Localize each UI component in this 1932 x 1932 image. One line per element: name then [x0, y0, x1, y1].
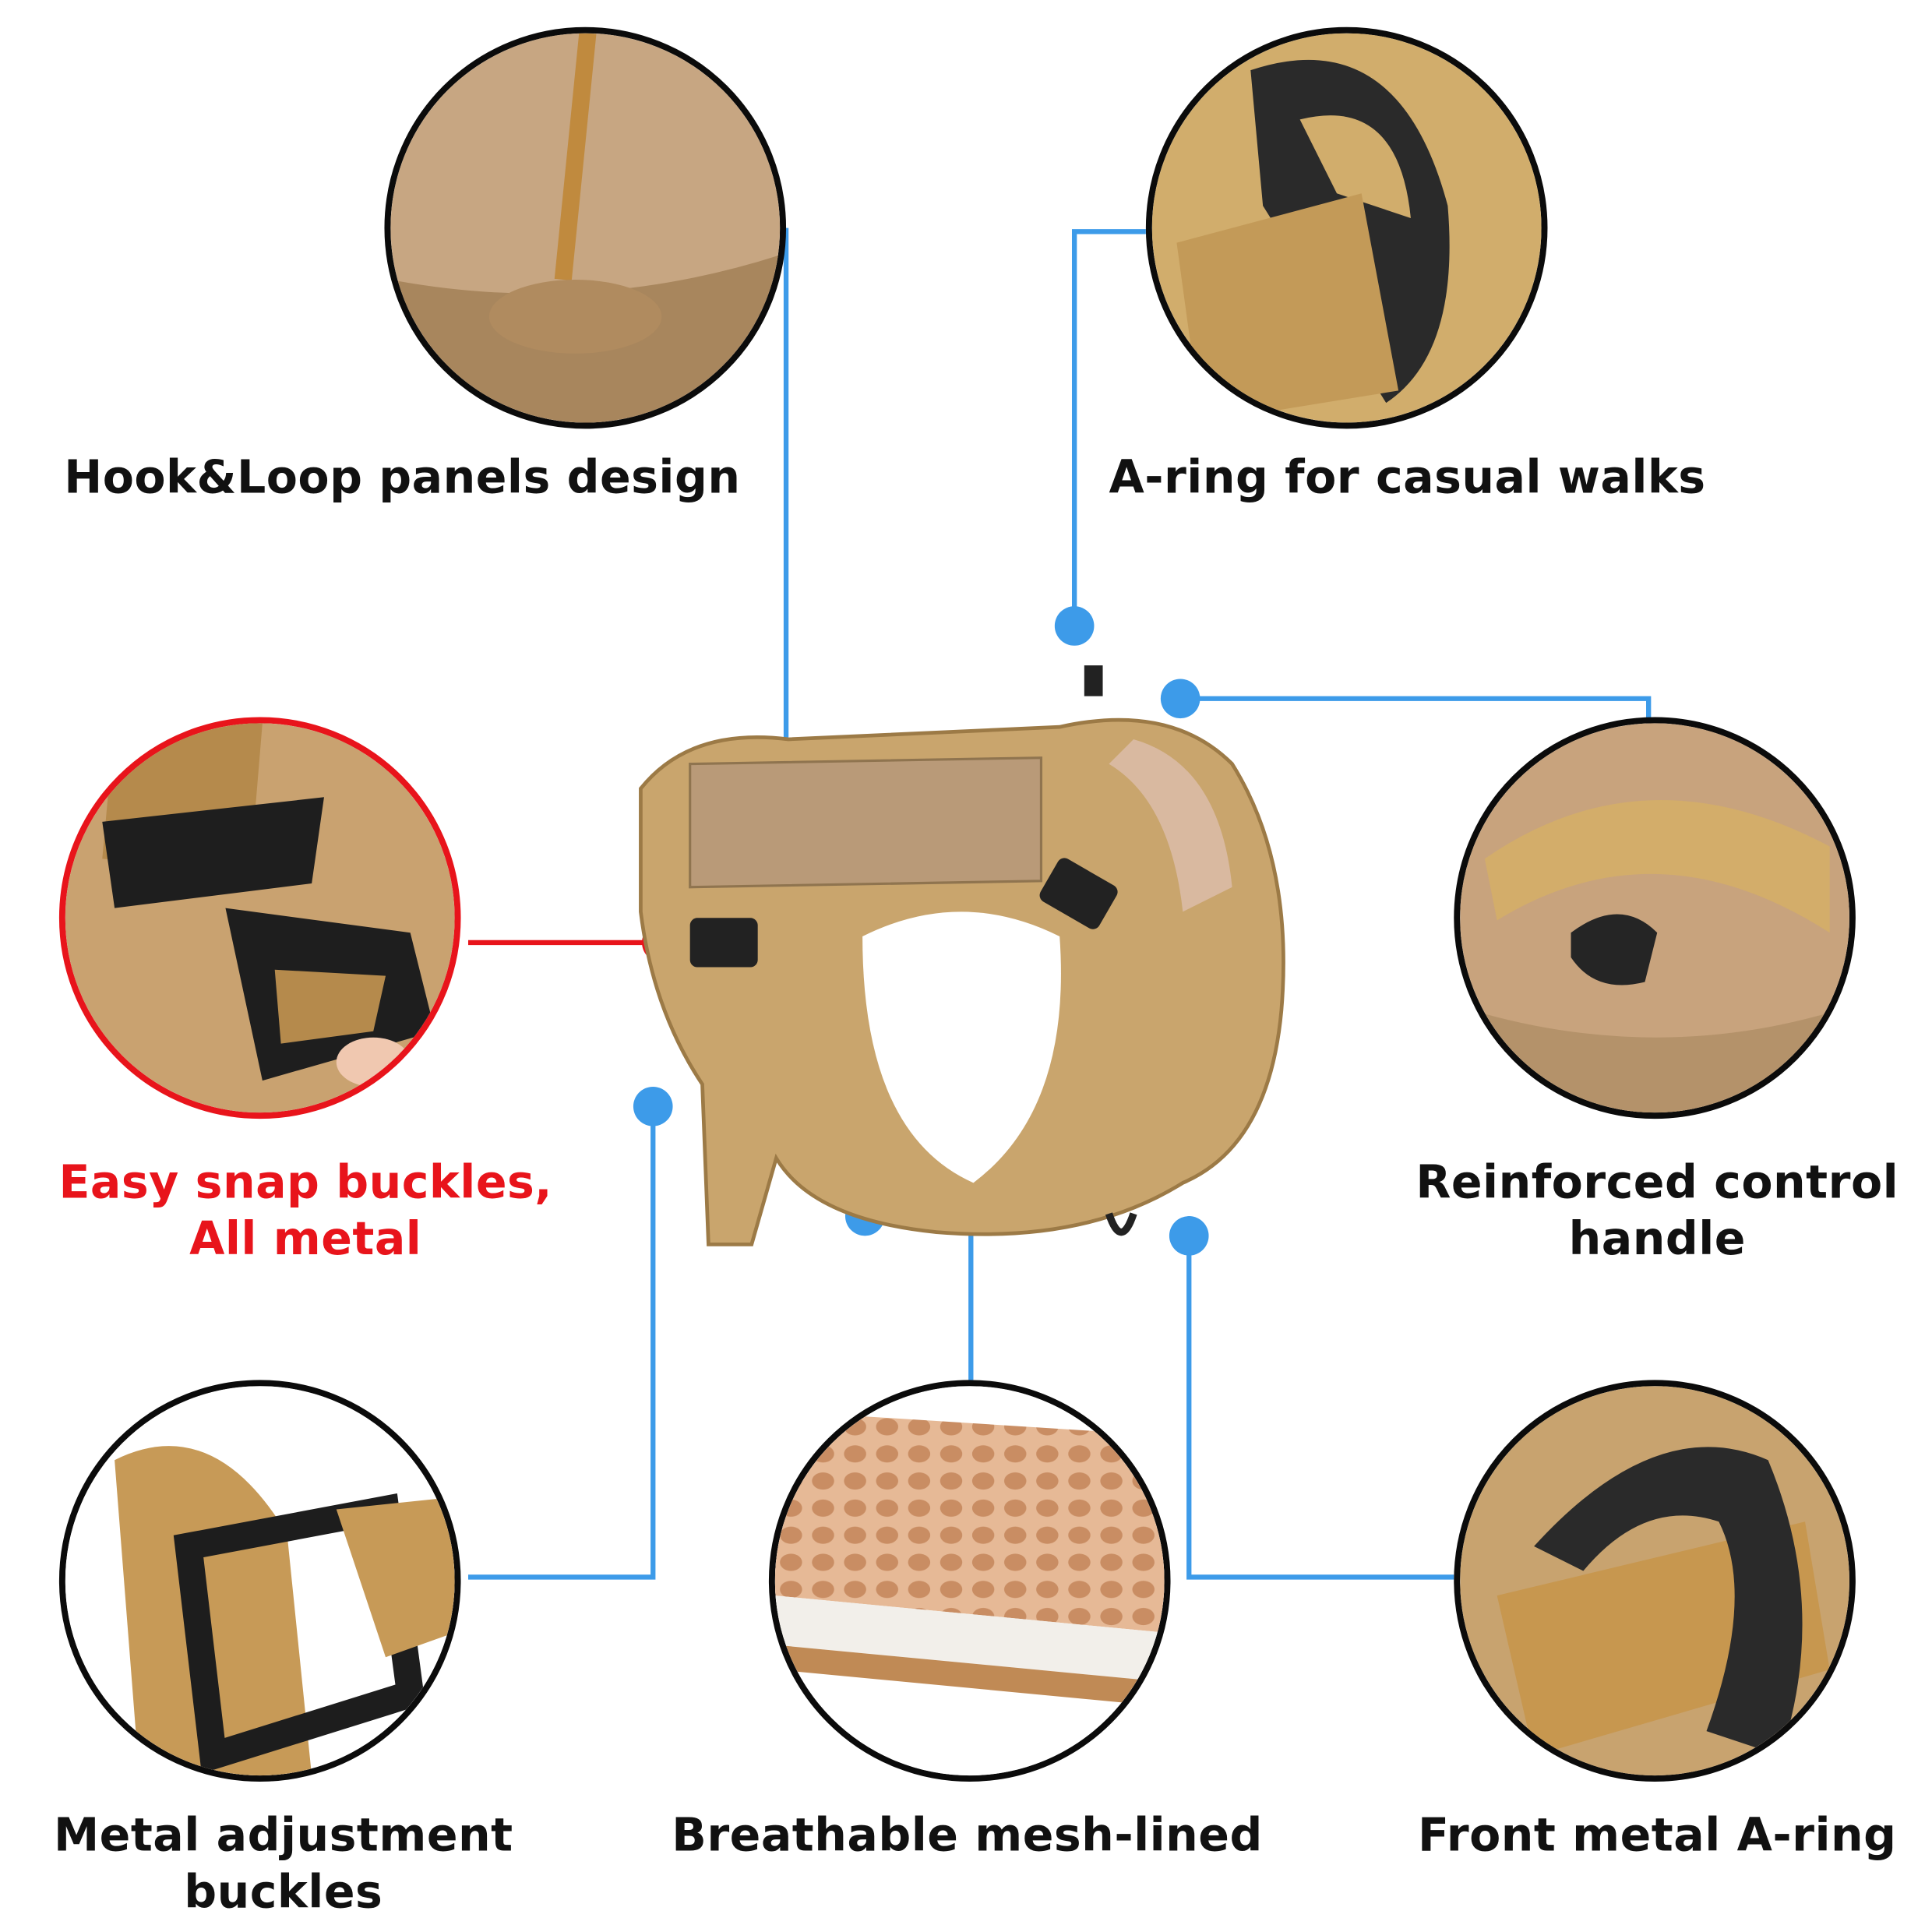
- front-a-ring-detail-image: [1454, 1380, 1856, 1782]
- callout-dot-front-ring: [1169, 1216, 1209, 1256]
- callout-dot-a-ring: [1054, 606, 1095, 646]
- harness-image: [639, 665, 1285, 1246]
- hook-loop-detail-image: [384, 26, 787, 429]
- handle-label-line1: Reinforced control: [1416, 1155, 1899, 1209]
- handle-label-line2: handle: [1568, 1212, 1746, 1266]
- snap-label-line2: All metal: [189, 1212, 422, 1266]
- snap-buckle-detail-image: [58, 717, 461, 1119]
- snap-label-line1: Easy snap buckles,: [58, 1155, 553, 1209]
- feature-label-snap-buckles: Easy snap buckles, All metal: [34, 1155, 576, 1268]
- callout-dot-adjust: [633, 1086, 673, 1126]
- feature-label-adjustment-buckles: Metal adjustment buckles: [25, 1807, 542, 1921]
- adjustment-buckle-detail-image: [58, 1380, 461, 1782]
- feature-label-front-ring: Front metal A-ring: [1418, 1808, 1897, 1862]
- mesh-lining-detail-image: [768, 1380, 1171, 1782]
- control-handle-detail-image: [1454, 717, 1856, 1119]
- feature-label-control-handle: Reinforced control handle: [1398, 1155, 1916, 1268]
- a-ring-detail-image: [1145, 26, 1548, 429]
- feature-label-mesh: Breathable mesh-lined: [672, 1808, 1263, 1862]
- adjust-label-line2: buckles: [184, 1865, 383, 1919]
- adjust-label-line1: Metal adjustment: [53, 1808, 513, 1862]
- feature-label-a-ring: A-ring for casual walks: [1109, 450, 1706, 504]
- callout-dot-handle: [1160, 679, 1200, 719]
- feature-label-hook-loop: Hook&Loop panels design: [64, 450, 741, 504]
